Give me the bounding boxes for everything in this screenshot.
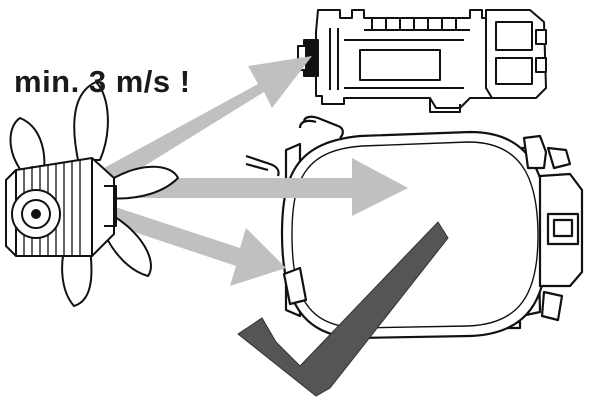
airflow-arrows: [104, 56, 408, 286]
compressor-icon: [245, 115, 584, 340]
airflow-arrow-to-base: [104, 206, 286, 286]
airflow-arrow-to-compressor: [110, 158, 408, 216]
cooling-fan-icon: [5, 81, 179, 307]
airflow-arrow-to-electronics: [104, 56, 312, 186]
checkmark-icon: [237, 221, 449, 397]
airflow-speed-caption: min. 3 m/s !: [14, 64, 191, 99]
electronic-unit-icon: [297, 9, 547, 113]
